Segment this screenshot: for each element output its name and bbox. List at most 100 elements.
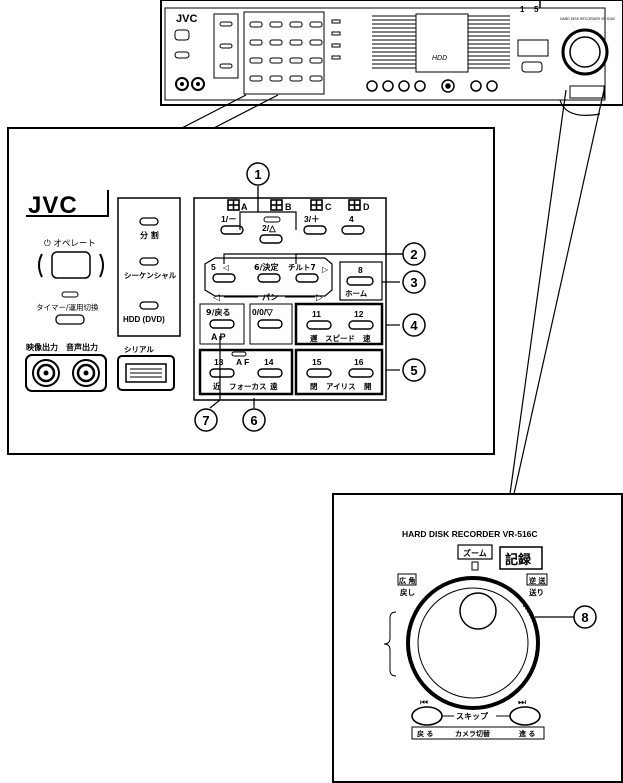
ap-label: A P bbox=[211, 332, 226, 342]
enlarged-control-panel: JVC ⏻ オペレート タイマー/運用切換 映像出力 音声出力 分 割 シーケン… bbox=[7, 127, 495, 455]
key-13-button[interactable] bbox=[209, 368, 235, 378]
focus-label: フォーカス bbox=[229, 382, 267, 391]
callout-8: 8 bbox=[573, 605, 597, 629]
svg-text:6: 6 bbox=[250, 413, 257, 428]
operate-label: ⏻ オペレート bbox=[44, 238, 96, 249]
svg-text:7: 7 bbox=[202, 413, 209, 428]
pan-tilt-cross bbox=[204, 257, 333, 297]
column-head-d: D bbox=[363, 202, 370, 212]
skip-labels-frame bbox=[411, 726, 545, 740]
svg-text:2: 2 bbox=[410, 247, 417, 262]
operate-button[interactable] bbox=[51, 251, 91, 279]
key-3-button[interactable] bbox=[303, 225, 327, 235]
callout-2: 2 bbox=[402, 242, 426, 266]
callout-7: 7 bbox=[194, 408, 218, 432]
key-9-label: 9/戻る bbox=[206, 307, 231, 317]
back-label: 戻 る bbox=[416, 729, 433, 738]
iris-open-label: 開 bbox=[364, 382, 372, 391]
key-5-arrow: ◁ bbox=[222, 263, 229, 272]
shuttle-knob[interactable] bbox=[459, 592, 497, 630]
pan-label: パン bbox=[262, 292, 278, 302]
svg-text:1: 1 bbox=[254, 167, 261, 182]
focus-near-label: 遠 bbox=[270, 381, 278, 391]
key-15-button[interactable] bbox=[306, 368, 332, 378]
key-1-button[interactable] bbox=[220, 225, 244, 235]
key-13-label: 13 bbox=[214, 357, 224, 367]
wide-frame bbox=[397, 573, 417, 586]
reverse-label-1: 逆 送 bbox=[529, 576, 546, 585]
skip-forward-icon: ⏭ bbox=[518, 698, 526, 708]
key-8-button[interactable] bbox=[346, 276, 374, 286]
camera-switch-label: カメラ切替 bbox=[455, 729, 490, 738]
svg-text:3: 3 bbox=[410, 275, 417, 290]
zoom-frame bbox=[457, 544, 493, 560]
key-0-frame bbox=[249, 303, 293, 345]
key-0-button[interactable] bbox=[257, 319, 283, 329]
quad-icon-d bbox=[348, 199, 361, 211]
hdd-dvd-label: HDD (DVD) bbox=[123, 315, 165, 324]
device-hdd-label: HDD bbox=[432, 55, 447, 62]
key-7-arrow: ▷ bbox=[322, 265, 329, 274]
speed-high-label: 速 bbox=[363, 333, 371, 343]
device-top-label-2: 5 bbox=[534, 5, 539, 14]
split-label: 分 割 bbox=[140, 230, 159, 240]
column-head-a: A bbox=[241, 202, 248, 212]
enlarged-jog-panel: HARD DISK RECORDER VR-516C ズーム 記録 広 角 戻し… bbox=[332, 493, 623, 783]
callout-5: 5 bbox=[402, 358, 426, 382]
sequential-button[interactable] bbox=[139, 257, 159, 266]
key-12-label: 12 bbox=[354, 309, 364, 319]
af-label: A F bbox=[236, 357, 249, 367]
svg-text:5: 5 bbox=[410, 363, 417, 378]
connector-lines bbox=[177, 89, 605, 495]
key-9-button[interactable] bbox=[209, 319, 235, 329]
quad-icon-b bbox=[270, 199, 283, 211]
key-6-label: 6/決定 bbox=[254, 262, 279, 272]
key-8-label: 8 bbox=[358, 265, 363, 275]
callout-6: 6 bbox=[242, 408, 266, 432]
key-6-button[interactable] bbox=[257, 273, 281, 283]
key-16-label: 16 bbox=[354, 357, 364, 367]
key-5-button[interactable] bbox=[212, 273, 236, 283]
skip-back-icon: ⏮ bbox=[420, 698, 428, 708]
skip-back-button[interactable] bbox=[411, 706, 443, 726]
pan-left-icon: ◁ bbox=[213, 293, 220, 303]
column-heads: A B C D bbox=[227, 199, 370, 212]
speed-label: スピード bbox=[325, 333, 355, 343]
device-top-label-1: 1 bbox=[520, 5, 525, 14]
key-12-button[interactable] bbox=[348, 320, 374, 330]
key-0-label: 0/0/▽ bbox=[252, 307, 274, 317]
key-2-label: 2/△ bbox=[262, 223, 277, 233]
callout-1: 1 bbox=[246, 162, 270, 186]
forward-label: 進 る bbox=[519, 729, 535, 738]
key-2-button[interactable] bbox=[259, 234, 283, 244]
svg-text:8: 8 bbox=[581, 610, 588, 625]
pan-right-icon: ▷ bbox=[316, 293, 323, 303]
record-label: 記録 bbox=[505, 552, 532, 568]
split-button[interactable] bbox=[139, 217, 159, 226]
zoom-indicator bbox=[471, 561, 479, 571]
hdd-dvd-button[interactable] bbox=[139, 301, 159, 310]
column-head-b: B bbox=[285, 202, 292, 212]
key-15-label: 15 bbox=[312, 357, 322, 367]
key-14-button[interactable] bbox=[257, 368, 283, 378]
timer-label: タイマー/運用切換 bbox=[36, 302, 99, 312]
key-4-label: 4 bbox=[349, 214, 354, 224]
device-model-label: HARD DISK RECORDER VR-516C bbox=[560, 17, 616, 21]
jvc-logo: JVC bbox=[28, 192, 78, 219]
serial-label: シリアル bbox=[124, 345, 154, 354]
key-11-button[interactable] bbox=[306, 320, 332, 330]
callout-leaders bbox=[209, 186, 404, 409]
audio-out-label: 音声出力 bbox=[66, 342, 98, 352]
key-11-label: 11 bbox=[312, 309, 321, 319]
key-4-button[interactable] bbox=[341, 225, 365, 235]
reverse-frame bbox=[526, 573, 548, 586]
timer-button[interactable] bbox=[55, 314, 85, 325]
key-16-button[interactable] bbox=[348, 368, 374, 378]
svg-text:4: 4 bbox=[410, 318, 418, 333]
record-button[interactable] bbox=[499, 546, 543, 570]
quad-icon-c bbox=[310, 199, 323, 211]
skip-forward-button[interactable] bbox=[509, 706, 541, 726]
callout-3: 3 bbox=[402, 270, 426, 294]
key-7-button[interactable] bbox=[295, 273, 319, 283]
